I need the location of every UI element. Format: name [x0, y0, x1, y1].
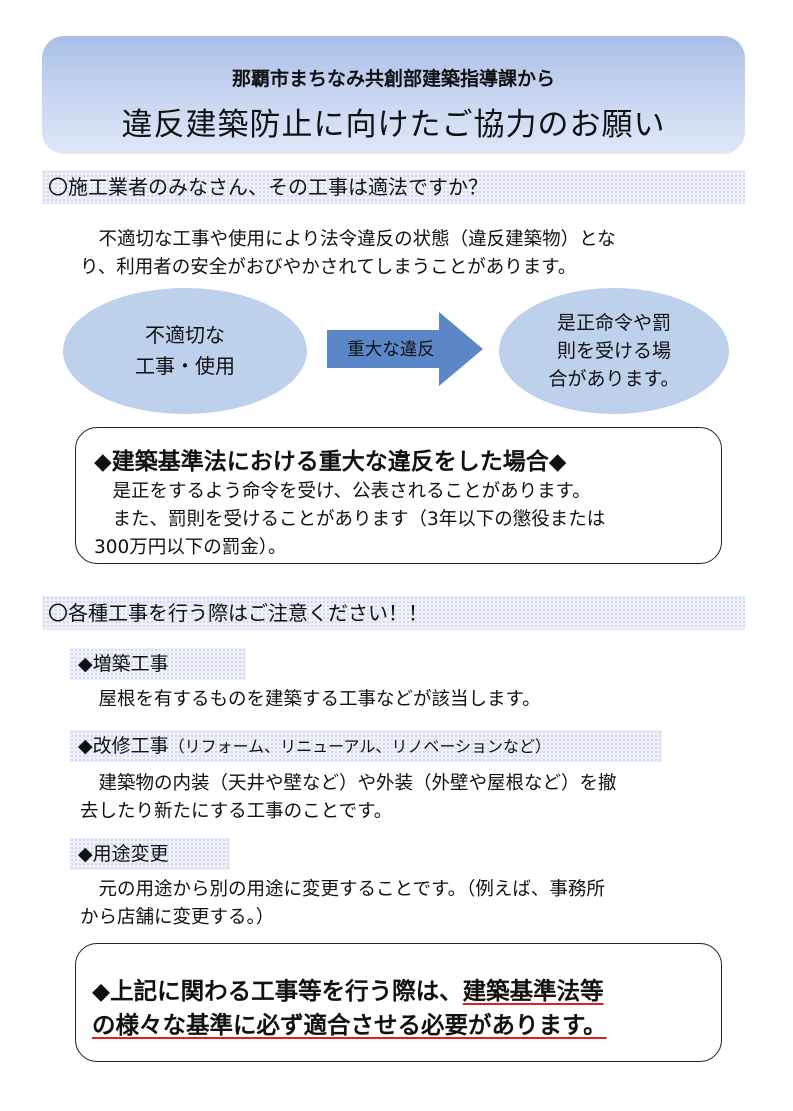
section-heading-compliance: 〇施工業者のみなさん、その工事は適法ですか？ — [42, 170, 745, 204]
subheading-extension: ◆増築工事 — [70, 648, 246, 680]
flow-right-line-1: 是正命令や罰 — [556, 312, 671, 334]
requirement-line-2-underlined: の様々な基準に必ず適合させる必要があります。 — [92, 1011, 607, 1039]
banner-title: 違反建築防止に向けたご協力のお願い — [121, 107, 666, 143]
flow-oval-improper-work: 不適切な 工事・使用 — [63, 288, 307, 414]
requirement-line-1-plain: ◆上記に関わる工事等を行う際は、 — [92, 977, 463, 1005]
violation-box-title: ◆建築基準法における重大な違反をした場合◆ — [94, 449, 567, 475]
change-of-use-line-2: から店舗に変更する。） — [80, 907, 275, 928]
flow-left-line-2: 工事・使用 — [135, 354, 235, 378]
intro-line-1: 不適切な工事や使用により法令違反の状態（違反建築物）とな — [80, 229, 616, 250]
requirement-line-1: ◆上記に関わる工事等を行う際は、建築基準法等 — [92, 974, 721, 1008]
header-banner: 那覇市まちなみ共創部建築指導課から 違反建築防止に向けたご協力のお願い — [42, 36, 745, 154]
violation-box-line-3: 300万円以下の罰金）。 — [94, 537, 287, 558]
flow-oval-penalty: 是正命令や罰 則を受ける場 合があります。 — [499, 288, 729, 414]
flow-left-line-1: 不適切な — [145, 323, 225, 347]
renovation-description: 建築物の内装（天井や壁など）や外装（外壁や屋根など）を撤 去したり新たにする工事… — [80, 770, 617, 826]
section-heading-caution: 〇各種工事を行う際はご注意ください！！ — [42, 596, 745, 630]
requirement-line-1-underlined: 建築基準法等 — [462, 977, 604, 1005]
violation-box-line-2: また、罰則を受けることがあります（3年以下の懲役または — [94, 509, 606, 530]
renovation-note: （リフォーム、リニューアル、リノベーションなど） — [168, 737, 552, 756]
banner-subtitle: 那覇市まちなみ共創部建築指導課から — [231, 68, 555, 90]
extension-title: ◆増築工事 — [78, 653, 169, 675]
change-of-use-line-1: 元の用途から別の用途に変更することです。（例えば、事務所 — [80, 879, 605, 900]
flow-arrow-label: 重大な違反 — [347, 340, 435, 360]
violation-box-line-1: 是正をするよう命令を受け、公表されることがあります。 — [94, 481, 591, 502]
subheading-renovation: ◆改修工事（リフォーム、リニューアル、リノベーションなど） — [70, 730, 662, 762]
change-of-use-description: 元の用途から別の用途に変更することです。（例えば、事務所 から店舗に変更する。） — [80, 876, 605, 932]
intro-paragraph: 不適切な工事や使用により法令違反の状態（違反建築物）とな り、利用者の安全がおび… — [80, 226, 616, 282]
renovation-title: ◆改修工事 — [78, 735, 169, 757]
renovation-line-1: 建築物の内装（天井や壁など）や外装（外壁や屋根など）を撤 — [80, 773, 617, 794]
requirement-line-2: の様々な基準に必ず適合させる必要があります。 — [92, 1008, 721, 1042]
subheading-change-of-use: ◆用途変更 — [70, 838, 230, 870]
intro-line-2: り、利用者の安全がおびやかされてしまうことがあります。 — [80, 257, 577, 278]
right-arrow-icon — [327, 312, 483, 386]
extension-description: 屋根を有するものを建築する工事などが該当します。 — [80, 686, 541, 714]
change-of-use-title: ◆用途変更 — [78, 843, 169, 865]
extension-line-1: 屋根を有するものを建築する工事などが該当します。 — [80, 689, 541, 710]
flow-right-line-3: 合があります。 — [548, 368, 680, 390]
requirement-callout-box: ◆上記に関わる工事等を行う際は、建築基準法等 の様々な基準に必ず適合させる必要が… — [75, 943, 722, 1062]
violation-callout-box: ◆建築基準法における重大な違反をした場合◆ 是正をするよう命令を受け、公表される… — [75, 427, 722, 564]
flow-right-line-2: 則を受ける場 — [556, 340, 671, 362]
flow-arrow: 重大な違反 — [327, 312, 485, 386]
renovation-line-2: 去したり新たにする工事のことです。 — [80, 801, 393, 822]
